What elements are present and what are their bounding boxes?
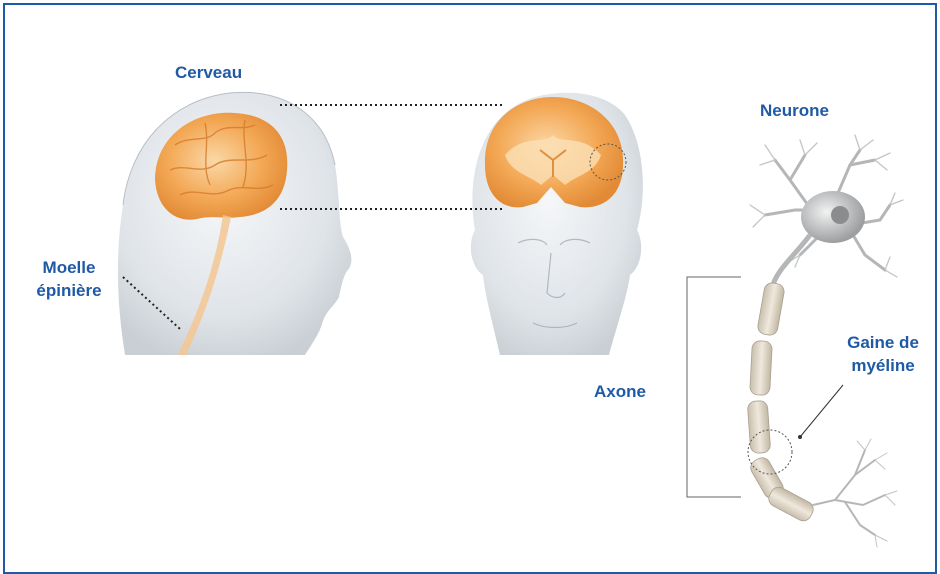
diagram-frame: Cerveau Moelle épinière Neurone Axone Ga…: [3, 3, 937, 574]
neuron-label: Neurone: [760, 99, 829, 122]
brain-label: Cerveau: [175, 61, 242, 84]
myelin-label: Gaine de myéline: [835, 331, 931, 377]
neuron-nucleus: [831, 206, 849, 224]
front-head-illustration: [471, 93, 643, 355]
axon-label: Axone: [594, 380, 646, 403]
axon-bracket: [687, 277, 741, 497]
spinal-cord-label-line1: Moelle: [23, 256, 115, 279]
spinal-cord-label-line2: épinière: [23, 279, 115, 302]
myelin-label-line1: Gaine de: [835, 331, 931, 354]
myelin-sheath: [747, 282, 816, 524]
side-head-illustration: [115, 92, 351, 365]
illustration: [5, 5, 935, 572]
myelin-pointer: [798, 385, 843, 439]
spinal-cord-label: Moelle épinière: [23, 256, 115, 302]
myelin-label-line2: myéline: [835, 354, 931, 377]
